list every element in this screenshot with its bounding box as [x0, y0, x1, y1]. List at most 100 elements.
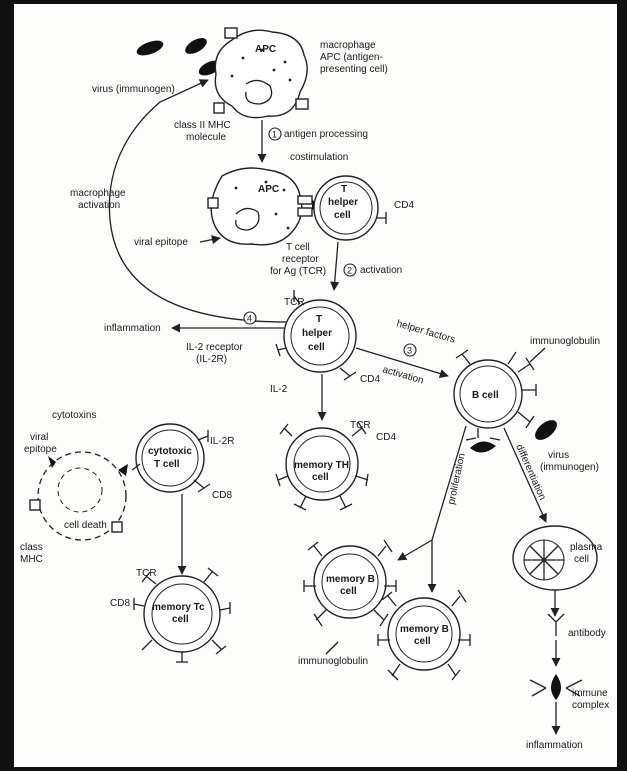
apc-cell-middle	[207, 167, 303, 246]
t-helper-2-line-1: T	[316, 314, 322, 325]
virus-right-line-1: virus	[548, 450, 569, 461]
macrophage-activation-line-1: macrophage	[70, 188, 126, 199]
plasma-line-1: plasma	[570, 542, 603, 553]
step-1-number: 1	[272, 130, 277, 140]
inflammation-label-left: inflammation	[104, 323, 161, 334]
cytotoxins-label: cytotoxins	[52, 410, 96, 421]
macrophage-activation-line-2: activation	[78, 200, 120, 211]
b-cell	[453, 349, 537, 429]
memory-tc-cell	[133, 567, 231, 663]
tcr-note-line-3: for Ag (TCR)	[270, 266, 326, 277]
memory-b1-line-2: cell	[340, 586, 357, 597]
virus-right-line-2: (immunogen)	[540, 462, 599, 473]
inflammation-label-bottom: inflammation	[526, 740, 583, 751]
antibody-shape	[547, 613, 565, 636]
memory-b1-line-1: memory B	[326, 574, 375, 585]
class2-line-1: class II MHC	[174, 120, 231, 131]
immunoglobulin-pointer-bottom	[325, 641, 339, 655]
step-4-marker	[243, 311, 257, 325]
memory-b2-line-1: memory B	[400, 624, 449, 635]
cytotoxic-line-1: cytotoxic	[148, 446, 192, 457]
arrow-helper-activation	[355, 347, 449, 378]
memory-th-line-2: cell	[312, 472, 329, 483]
activation-label-2: activation	[360, 265, 402, 276]
cytotoxic-t-cell	[131, 423, 211, 493]
memory-b2-line-2: cell	[414, 636, 431, 647]
class2-line-2: molecule	[186, 132, 226, 143]
macrophage-line-3: presenting cell)	[320, 64, 388, 75]
immune-complex-shape	[529, 674, 583, 700]
memory-tc-line-1: memory Tc	[152, 602, 205, 613]
step-2-number: 2	[347, 266, 352, 276]
tcr-label-mth: TCR	[350, 420, 371, 431]
memory-th-line-1: memory TH	[294, 460, 349, 471]
immunoglobulin-label-bottom: immunoglobulin	[298, 656, 368, 667]
step-3-marker	[403, 343, 417, 357]
t-helper-cell-2	[275, 290, 357, 381]
bound-virus-b	[465, 428, 501, 453]
class-mhc-line-1: class	[20, 542, 43, 553]
step-3-number: 3	[407, 346, 412, 356]
arrow-plasma	[503, 427, 547, 523]
step-2-marker	[343, 263, 357, 277]
step-4-number: 4	[247, 314, 252, 324]
tcr-label-mtc: TCR	[136, 568, 157, 579]
step-1-marker	[268, 127, 282, 141]
cytotoxic-line-2: T cell	[154, 459, 180, 470]
immunoglobulin-label-top: immunoglobulin	[530, 336, 600, 347]
arrow-activation	[330, 241, 340, 291]
immune-complex-line-2: complex	[572, 700, 609, 711]
b-cell-label: B cell	[472, 390, 499, 401]
t-helper-1-line-2: helper	[328, 197, 358, 208]
apc-cell-top	[213, 27, 309, 119]
cd4-label-a: CD4	[394, 200, 414, 211]
apc-label-middle: APC	[258, 184, 279, 195]
cd4-label-b: CD4	[360, 374, 380, 385]
antibody-label: antibody	[568, 628, 606, 639]
virus-label-top: virus (immunogen)	[92, 84, 175, 95]
il2r-ct-label: IL-2R	[210, 436, 234, 447]
antigen-processing-label: antigen processing	[284, 129, 368, 140]
cd8-label-b: CD8	[110, 598, 130, 609]
class-mhc-line-2: MHC	[20, 554, 43, 565]
costimulation-label: costimulation	[290, 152, 348, 163]
cell-death-label: cell death	[64, 520, 107, 531]
tcr-note-line-1: T cell	[286, 242, 310, 253]
t-helper-1-line-1: T	[341, 184, 347, 195]
viral-epitope-pointer	[199, 235, 221, 245]
il2-label: IL-2	[270, 384, 288, 395]
il2r-line-2: (IL-2R)	[196, 354, 227, 365]
macrophage-label: macrophage APC (antigen- presenting cell…	[320, 40, 388, 75]
memory-th-cell	[275, 421, 369, 511]
plasma-line-2: cell	[574, 554, 589, 565]
immune-complex-line-1: immune	[572, 688, 608, 699]
tcr-label-main: TCR	[284, 297, 305, 308]
t-helper-2-line-3: cell	[308, 342, 325, 353]
virus-particles-top	[136, 38, 222, 76]
activation-label-3: activation	[381, 364, 425, 386]
il2r-line-1: IL-2 receptor	[186, 342, 243, 353]
viral-epitope-label: viral epitope	[134, 237, 188, 248]
cd4-label-c: CD4	[376, 432, 396, 443]
t-helper-2-line-2: helper	[302, 328, 332, 339]
helper-factors-label: helper factors	[395, 318, 456, 345]
proliferation-label: proliferation	[446, 452, 468, 505]
macrophage-line-2: APC (antigen-	[320, 52, 383, 63]
target-cell-dying	[29, 451, 128, 541]
viral-epitope-left-line-1: viral	[30, 432, 48, 443]
memory-b-cell-2	[377, 589, 471, 681]
viral-epitope-left-line-2: epitope	[24, 444, 57, 455]
immunoglobulin-pointer-top	[529, 347, 546, 363]
macrophage-line-1: macrophage	[320, 40, 376, 51]
plasma-cell	[512, 525, 598, 591]
memory-b-cell-1	[303, 539, 397, 627]
apc-label-top: APC	[255, 44, 276, 55]
cd8-label-a: CD8	[212, 490, 232, 501]
tcr-note-line-2: receptor	[282, 254, 319, 265]
arrow-macrophage-activation	[108, 79, 287, 323]
virus-particle-right	[535, 420, 557, 440]
t-helper-1-line-3: cell	[334, 210, 351, 221]
memory-tc-line-2: cell	[172, 614, 189, 625]
